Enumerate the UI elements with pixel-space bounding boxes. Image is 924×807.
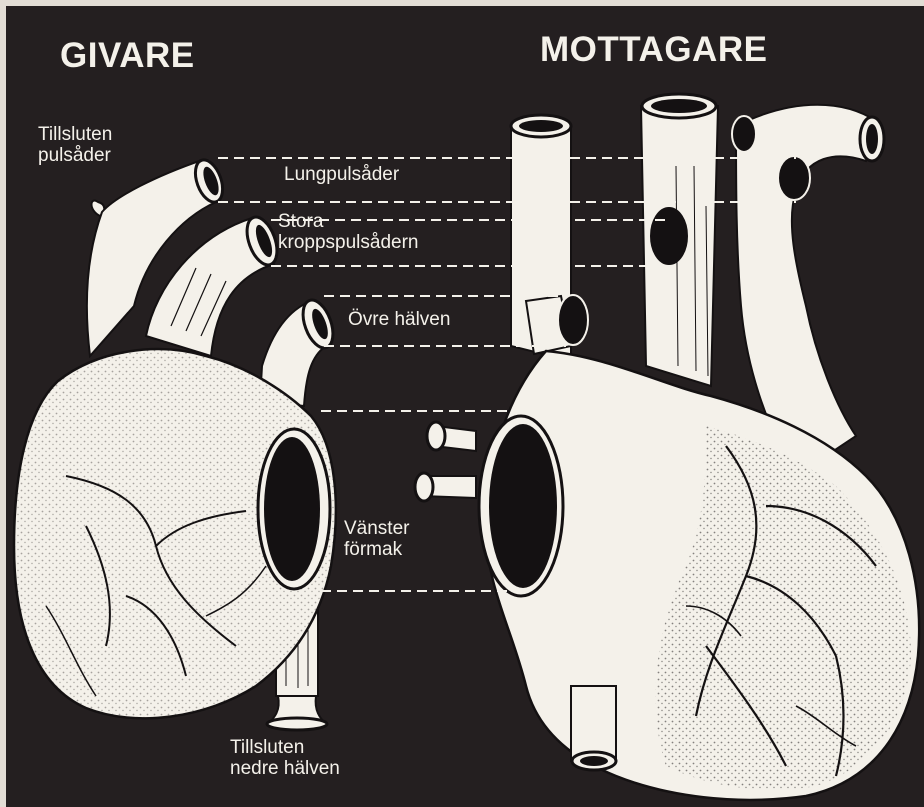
recipient-heading: MOTTAGARE xyxy=(540,30,767,69)
pulmonary-artery-label: Lungpulsåder xyxy=(284,164,399,185)
recipient-inferior-vena-cava xyxy=(571,686,616,761)
left-atrium-label: Vänster förmak xyxy=(344,518,409,561)
aorta-label: Stora kroppspulsådern xyxy=(278,211,418,254)
upper-half-label: Övre hälven xyxy=(348,309,450,330)
illustration-frame: GIVARE MOTTAGARE Tillsluten pulsåder Lun… xyxy=(6,6,924,807)
heart-transplant-diagram xyxy=(6,6,924,807)
closed-lower-half-label: Tillsluten nedre hälven xyxy=(230,737,340,780)
donor-closed-lower-opening xyxy=(267,718,327,730)
recipient-pulmonary-opening xyxy=(778,156,810,200)
recipient-aorta-opening xyxy=(651,208,687,264)
recipient-upper-half-opening xyxy=(558,295,588,345)
closed-pulmonary-artery-label: Tillsluten pulsåder xyxy=(38,124,112,167)
recipient-heart xyxy=(415,94,919,800)
donor-heading: GIVARE xyxy=(60,36,195,75)
